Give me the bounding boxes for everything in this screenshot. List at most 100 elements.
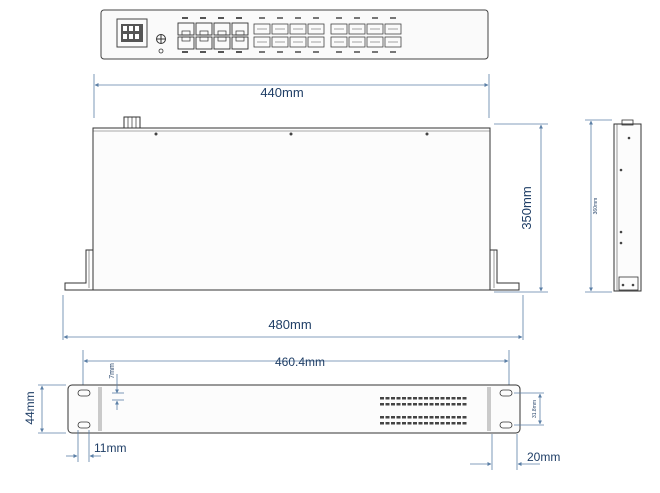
sfp-port <box>271 23 289 35</box>
vent-slot <box>396 403 401 406</box>
vent-slot <box>402 416 406 419</box>
power-terminal-block <box>116 18 148 48</box>
vent-slot <box>391 416 395 419</box>
vent-slot <box>435 403 439 406</box>
vent-slot <box>385 397 390 400</box>
vent-slot <box>407 416 412 419</box>
vent-slot <box>418 397 423 400</box>
depth-dimension: 350mm <box>494 123 548 293</box>
vent-slot <box>402 422 406 425</box>
vent-slot <box>457 403 461 406</box>
vent-slot <box>402 403 406 406</box>
rj45-port <box>177 36 195 50</box>
vent-slot <box>424 403 428 406</box>
vent-slots <box>380 397 467 425</box>
vent-slot <box>440 403 445 406</box>
sfp-port <box>348 23 366 35</box>
sfp-port <box>253 36 271 48</box>
vent-slot <box>446 416 450 419</box>
sfp-port <box>348 36 366 48</box>
sfp-port <box>289 36 307 48</box>
vent-slot <box>413 397 417 400</box>
rj45-port-group <box>177 17 249 53</box>
vent-slot <box>440 397 445 400</box>
ear-offset-label: 7mm <box>109 363 116 379</box>
sfp-port <box>253 23 271 35</box>
top-width-label: 440mm <box>260 85 303 100</box>
sfp-port <box>366 23 384 35</box>
rj45-port <box>195 36 213 50</box>
vent-slot <box>385 416 390 419</box>
rack-ear-left <box>64 249 93 291</box>
sfp-port <box>330 36 348 48</box>
side-view: 360mm <box>585 119 642 293</box>
depth-label: 350mm <box>519 186 534 229</box>
top-width-dimension: 440mm <box>93 74 490 118</box>
vent-slot <box>424 416 428 419</box>
vent-slot <box>429 422 434 425</box>
vent-slot <box>457 416 461 419</box>
vent-slot <box>462 416 467 419</box>
vent-slot <box>402 397 406 400</box>
vent-slot <box>451 422 456 425</box>
rj45-port <box>195 22 213 36</box>
vent-slot <box>424 397 428 400</box>
vent-slot <box>407 397 412 400</box>
hole-span-label: 460.4mm <box>275 355 325 369</box>
vent-slot <box>418 403 423 406</box>
vent-slot <box>446 422 450 425</box>
sfp-port <box>271 36 289 48</box>
rj45-port <box>231 22 249 36</box>
rack-ear-right <box>490 249 520 291</box>
sfp-port <box>384 36 402 48</box>
overall-width-label: 480mm <box>268 317 311 332</box>
vent-slot <box>418 422 423 425</box>
chassis-top-outline <box>92 127 491 291</box>
sfp-port <box>307 36 325 48</box>
ground-icon <box>156 34 166 54</box>
top-terminal-block <box>123 116 141 129</box>
vent-slot <box>396 416 401 419</box>
sfp-port <box>307 23 325 35</box>
vent-slot <box>380 422 384 425</box>
vent-slot <box>429 416 434 419</box>
vent-slot <box>396 397 401 400</box>
vent-slot <box>462 422 467 425</box>
vent-slot <box>413 416 417 419</box>
vent-slot <box>457 422 461 425</box>
vent-slot <box>391 397 395 400</box>
rj45-port <box>213 36 231 50</box>
ear-hole-height-label: 31.8mm <box>532 400 538 418</box>
sfp-port-group <box>253 17 402 53</box>
vent-slot <box>424 422 428 425</box>
vent-slot <box>429 403 434 406</box>
vent-slot <box>391 422 395 425</box>
vent-slot <box>435 422 439 425</box>
vent-slot <box>413 422 417 425</box>
vent-slot <box>429 397 434 400</box>
ear-depth-label: 20mm <box>527 450 560 464</box>
sfp-port <box>366 36 384 48</box>
vent-slot <box>462 397 467 400</box>
vent-slot <box>435 397 439 400</box>
vent-slot <box>451 397 456 400</box>
sfp-port <box>289 23 307 35</box>
vent-slot <box>451 416 456 419</box>
vent-slot <box>451 403 456 406</box>
vent-slot <box>435 416 439 419</box>
sfp-port <box>330 23 348 35</box>
vent-slot <box>462 403 467 406</box>
front-panel-view <box>100 9 489 60</box>
vent-slot <box>440 422 445 425</box>
vent-slot <box>446 403 450 406</box>
rj45-port <box>177 22 195 36</box>
sfp-port <box>384 23 402 35</box>
vent-slot <box>380 416 384 419</box>
vent-slot <box>407 422 412 425</box>
front-view-bottom: 460.4mm 7mm 44mm 11mm 31 <box>23 350 560 470</box>
vent-slot <box>407 403 412 406</box>
rj45-port <box>231 36 249 50</box>
vent-slot <box>385 422 390 425</box>
vent-slot <box>440 416 445 419</box>
